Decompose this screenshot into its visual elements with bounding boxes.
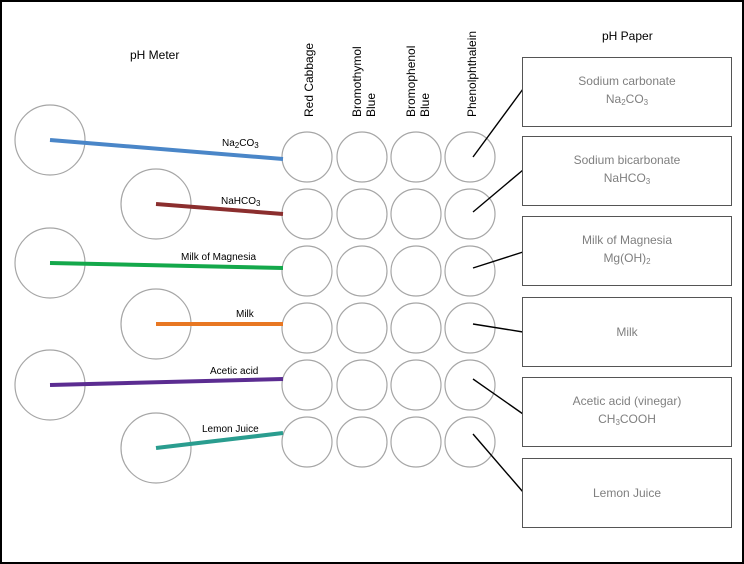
well-acetic-acid-bromophenol-blue [390,359,442,411]
ph-paper-connector-milk [472,323,524,333]
ph-meter-probe-line-sodium-carbonate [49,138,284,161]
probe-label-sodium-bicarbonate: NaHCO3 [221,196,261,208]
well-lemon-juice-bromophenol-blue [390,416,442,468]
well-sodium-carbonate-phenolphthalein [444,131,496,183]
well-lemon-juice-phenolphthalein [444,416,496,468]
well-milk-bromothymol-blue [336,302,388,354]
ph-paper-connector-lemon-juice [472,433,524,493]
ph-meter-probe-line-sodium-bicarbonate [155,202,284,216]
well-milk-of-magnesia-bromophenol-blue [390,245,442,297]
well-milk-of-magnesia-bromothymol-blue [336,245,388,297]
ph-meter-probe-line-acetic-acid [49,377,284,387]
well-sodium-carbonate-bromophenol-blue [390,131,442,183]
indicator-header-red-cabbage: Red Cabbage [302,42,316,117]
ph-paper-box-milk: Milk [522,297,732,367]
ph-paper-box-acetic-acid: Acetic acid (vinegar) CH3COOH [522,377,732,447]
probe-label-sodium-carbonate: Na2CO3 [222,138,259,150]
ph-meter-probe-circle-sodium-carbonate [14,104,86,176]
well-sodium-bicarbonate-bromothymol-blue [336,188,388,240]
ph-paper-connector-sodium-carbonate [472,88,524,158]
ph-meter-probe-line-milk-of-magnesia [49,261,284,270]
probe-label-milk-of-magnesia: Milk of Magnesia [181,252,257,263]
well-acetic-acid-bromothymol-blue [336,359,388,411]
well-milk-phenolphthalein [444,302,496,354]
probe-label-acetic-acid: Acetic acid [210,366,259,377]
probe-label-milk: Milk [236,309,254,320]
well-sodium-bicarbonate-red-cabbage [281,188,333,240]
well-milk-red-cabbage [281,302,333,354]
ph-meter-probe-line-lemon-juice [155,431,284,450]
ph-meter-probe-circle-lemon-juice [120,412,192,484]
well-acetic-acid-phenolphthalein [444,359,496,411]
ph-paper-box-sodium-carbonate: Sodium carbonate Na2CO3 [522,57,732,127]
well-milk-of-magnesia-phenolphthalein [444,245,496,297]
well-acetic-acid-red-cabbage [281,359,333,411]
well-sodium-carbonate-bromothymol-blue [336,131,388,183]
ph-paper-connector-sodium-bicarbonate [472,169,524,213]
ph-paper-box-lemon-juice: Lemon Juice [522,458,732,528]
ph-meter-probe-circle-sodium-bicarbonate [120,168,192,240]
well-lemon-juice-bromothymol-blue [336,416,388,468]
probe-label-lemon-juice: Lemon Juice [202,424,259,435]
ph-paper-connector-milk-of-magnesia [472,251,524,269]
well-sodium-carbonate-red-cabbage [281,131,333,183]
ph-paper-box-milk-of-magnesia: Milk of Magnesia Mg(OH)2 [522,216,732,286]
indicator-header-phenolphthalein: Phenolphthalein [465,30,479,117]
well-lemon-juice-red-cabbage [281,416,333,468]
ph-paper-title: pH Paper [602,29,653,43]
well-milk-bromophenol-blue [390,302,442,354]
ph-paper-box-sodium-bicarbonate: Sodium bicarbonate NaHCO3 [522,136,732,206]
well-milk-of-magnesia-red-cabbage [281,245,333,297]
ph-paper-connector-acetic-acid [472,378,524,415]
well-sodium-bicarbonate-phenolphthalein [444,188,496,240]
ph-meter-title: pH Meter [130,48,180,62]
well-sodium-bicarbonate-bromophenol-blue [390,188,442,240]
